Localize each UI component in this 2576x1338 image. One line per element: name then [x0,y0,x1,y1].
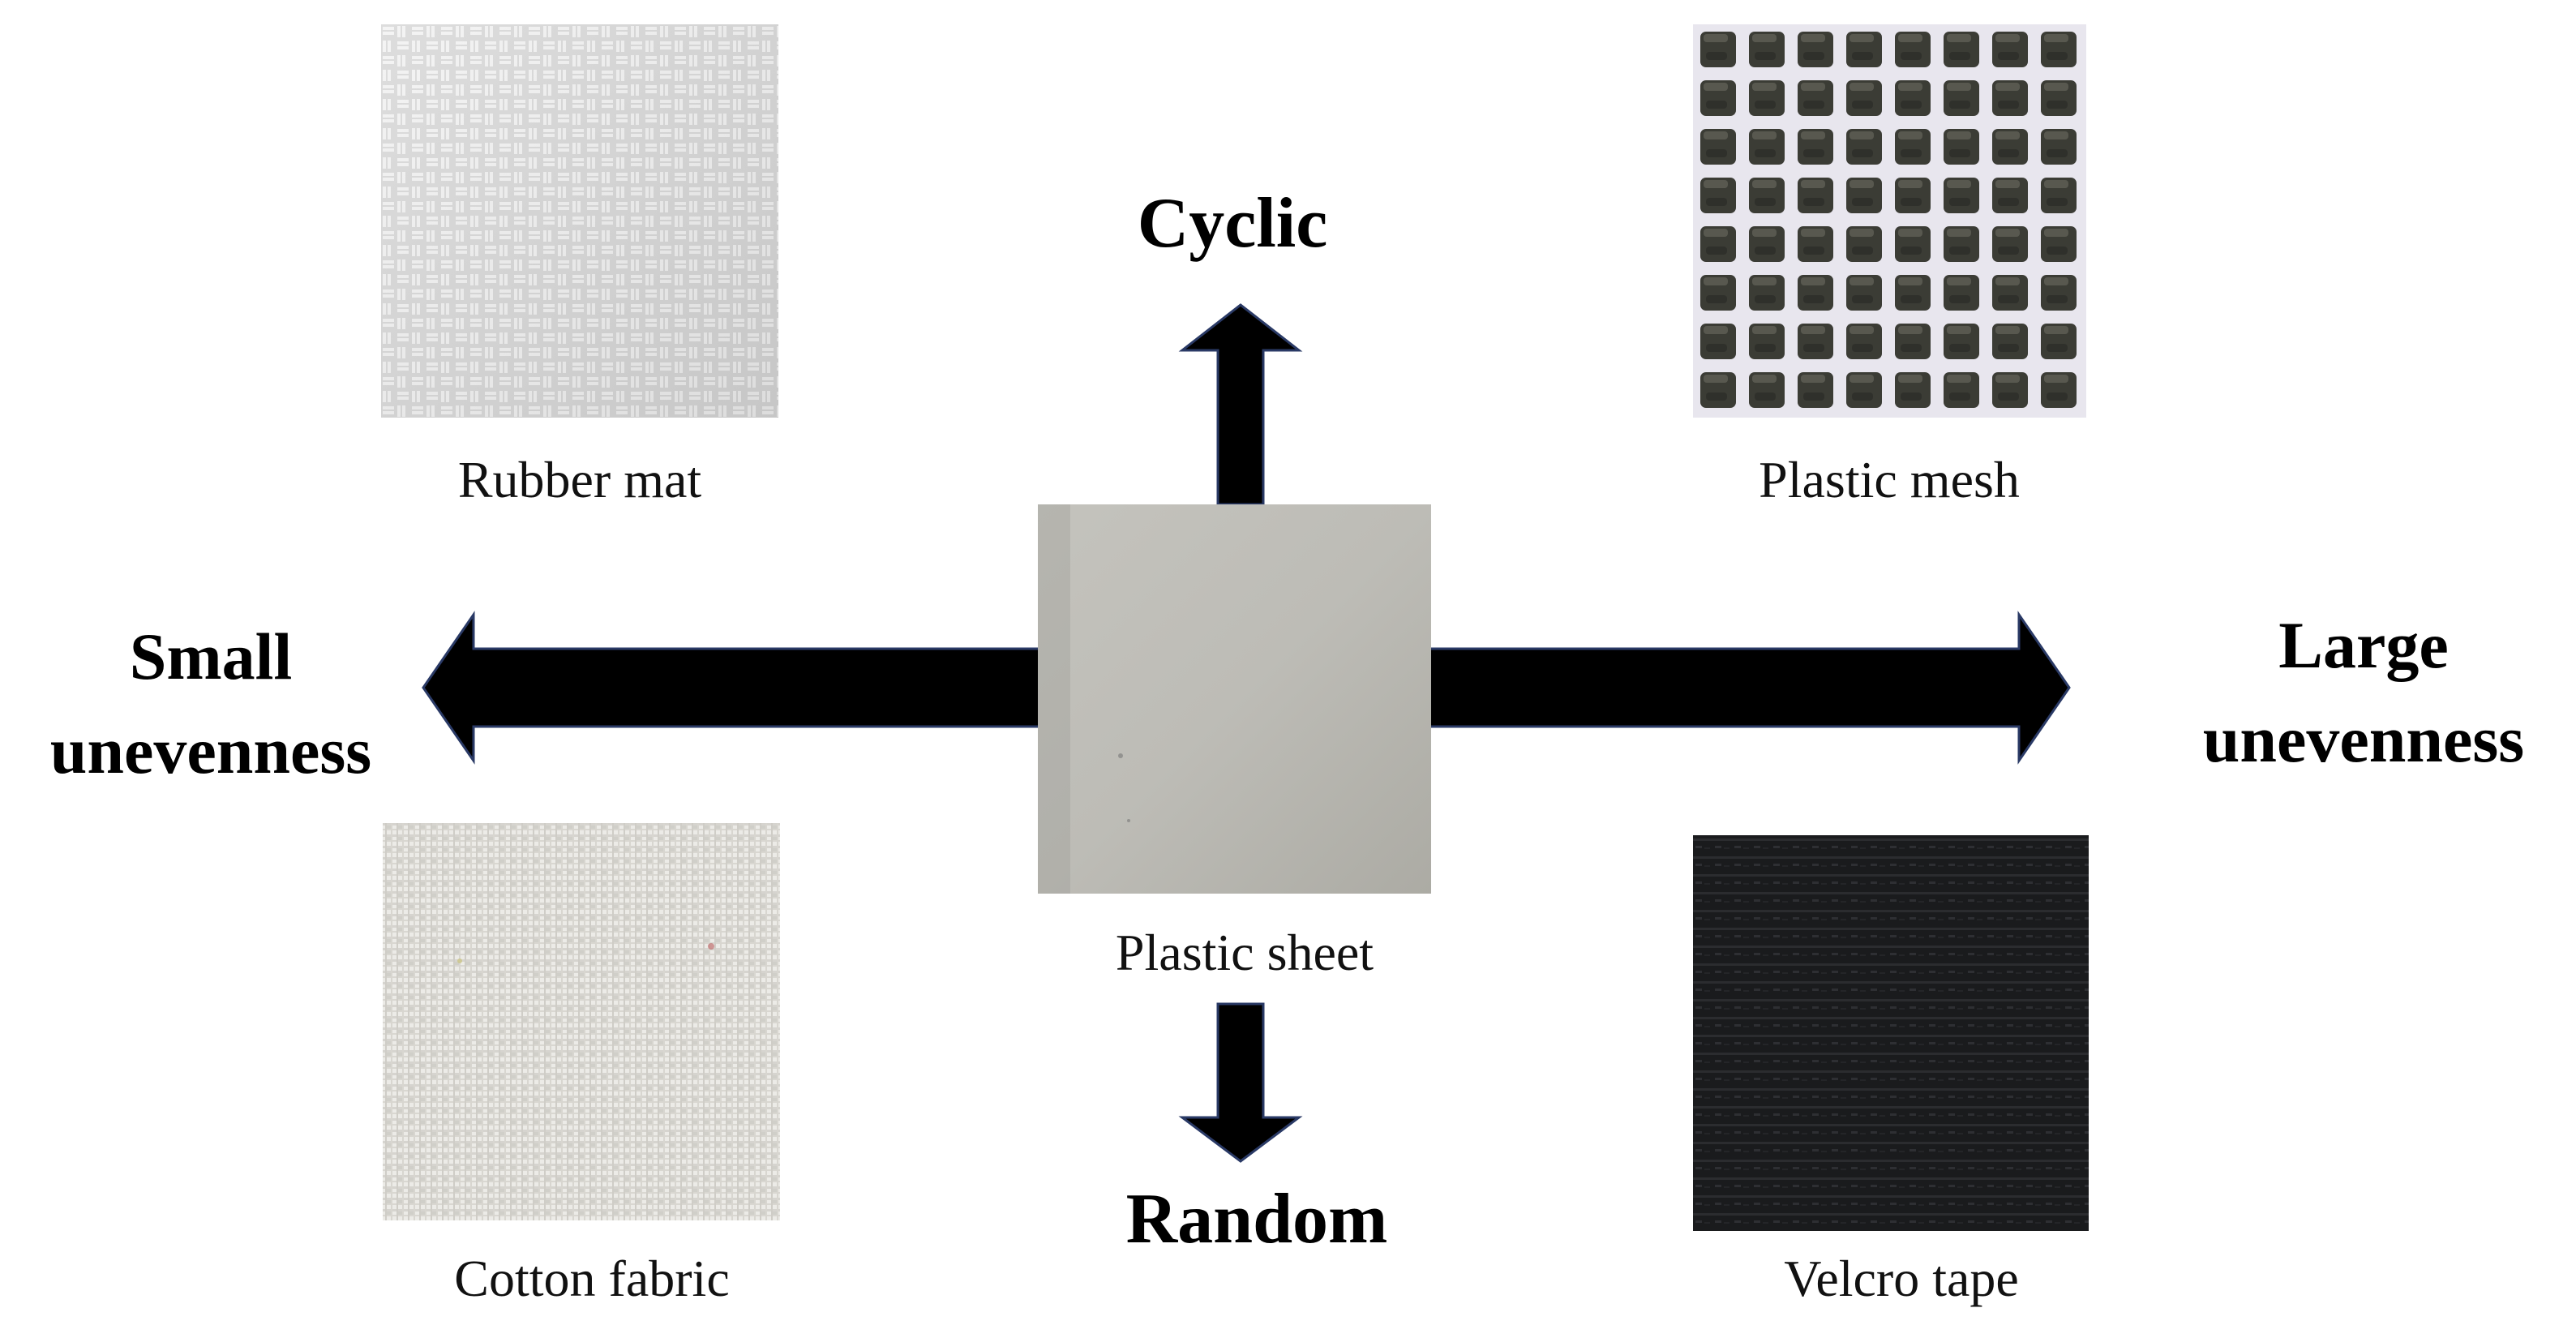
rubber-mat-caption: Rubber mat [457,451,702,508]
plastic-sheet-caption: Plastic sheet [1115,924,1374,981]
small-unevenness-label: Small unevenness [8,610,414,799]
velcro-tape-caption: Velcro tape [1784,1250,2019,1307]
small-unevenness-line2: unevenness [49,714,372,788]
rubber-mat-photo [381,24,778,418]
velcro-tape-photo [1693,835,2089,1231]
cotton-fabric-photo [383,823,780,1220]
up-arrow [1178,303,1303,506]
plastic-mesh-caption: Plastic mesh [1759,451,2020,508]
small-unevenness-line1: Small [129,620,293,693]
right-arrow [1413,611,2071,765]
cotton-fabric-caption: Cotton fabric [454,1250,730,1307]
left-arrow [422,611,1044,765]
cyclic-label: Cyclic [1137,184,1328,263]
plastic-mesh-photo [1693,24,2086,418]
random-label: Random [1125,1180,1388,1259]
large-unevenness-line1: Large [2278,608,2449,682]
down-arrow [1178,1002,1303,1163]
large-unevenness-label: Large unevenness [2157,598,2570,787]
large-unevenness-line2: unevenness [2202,702,2525,777]
plastic-sheet-photo [1038,504,1431,894]
